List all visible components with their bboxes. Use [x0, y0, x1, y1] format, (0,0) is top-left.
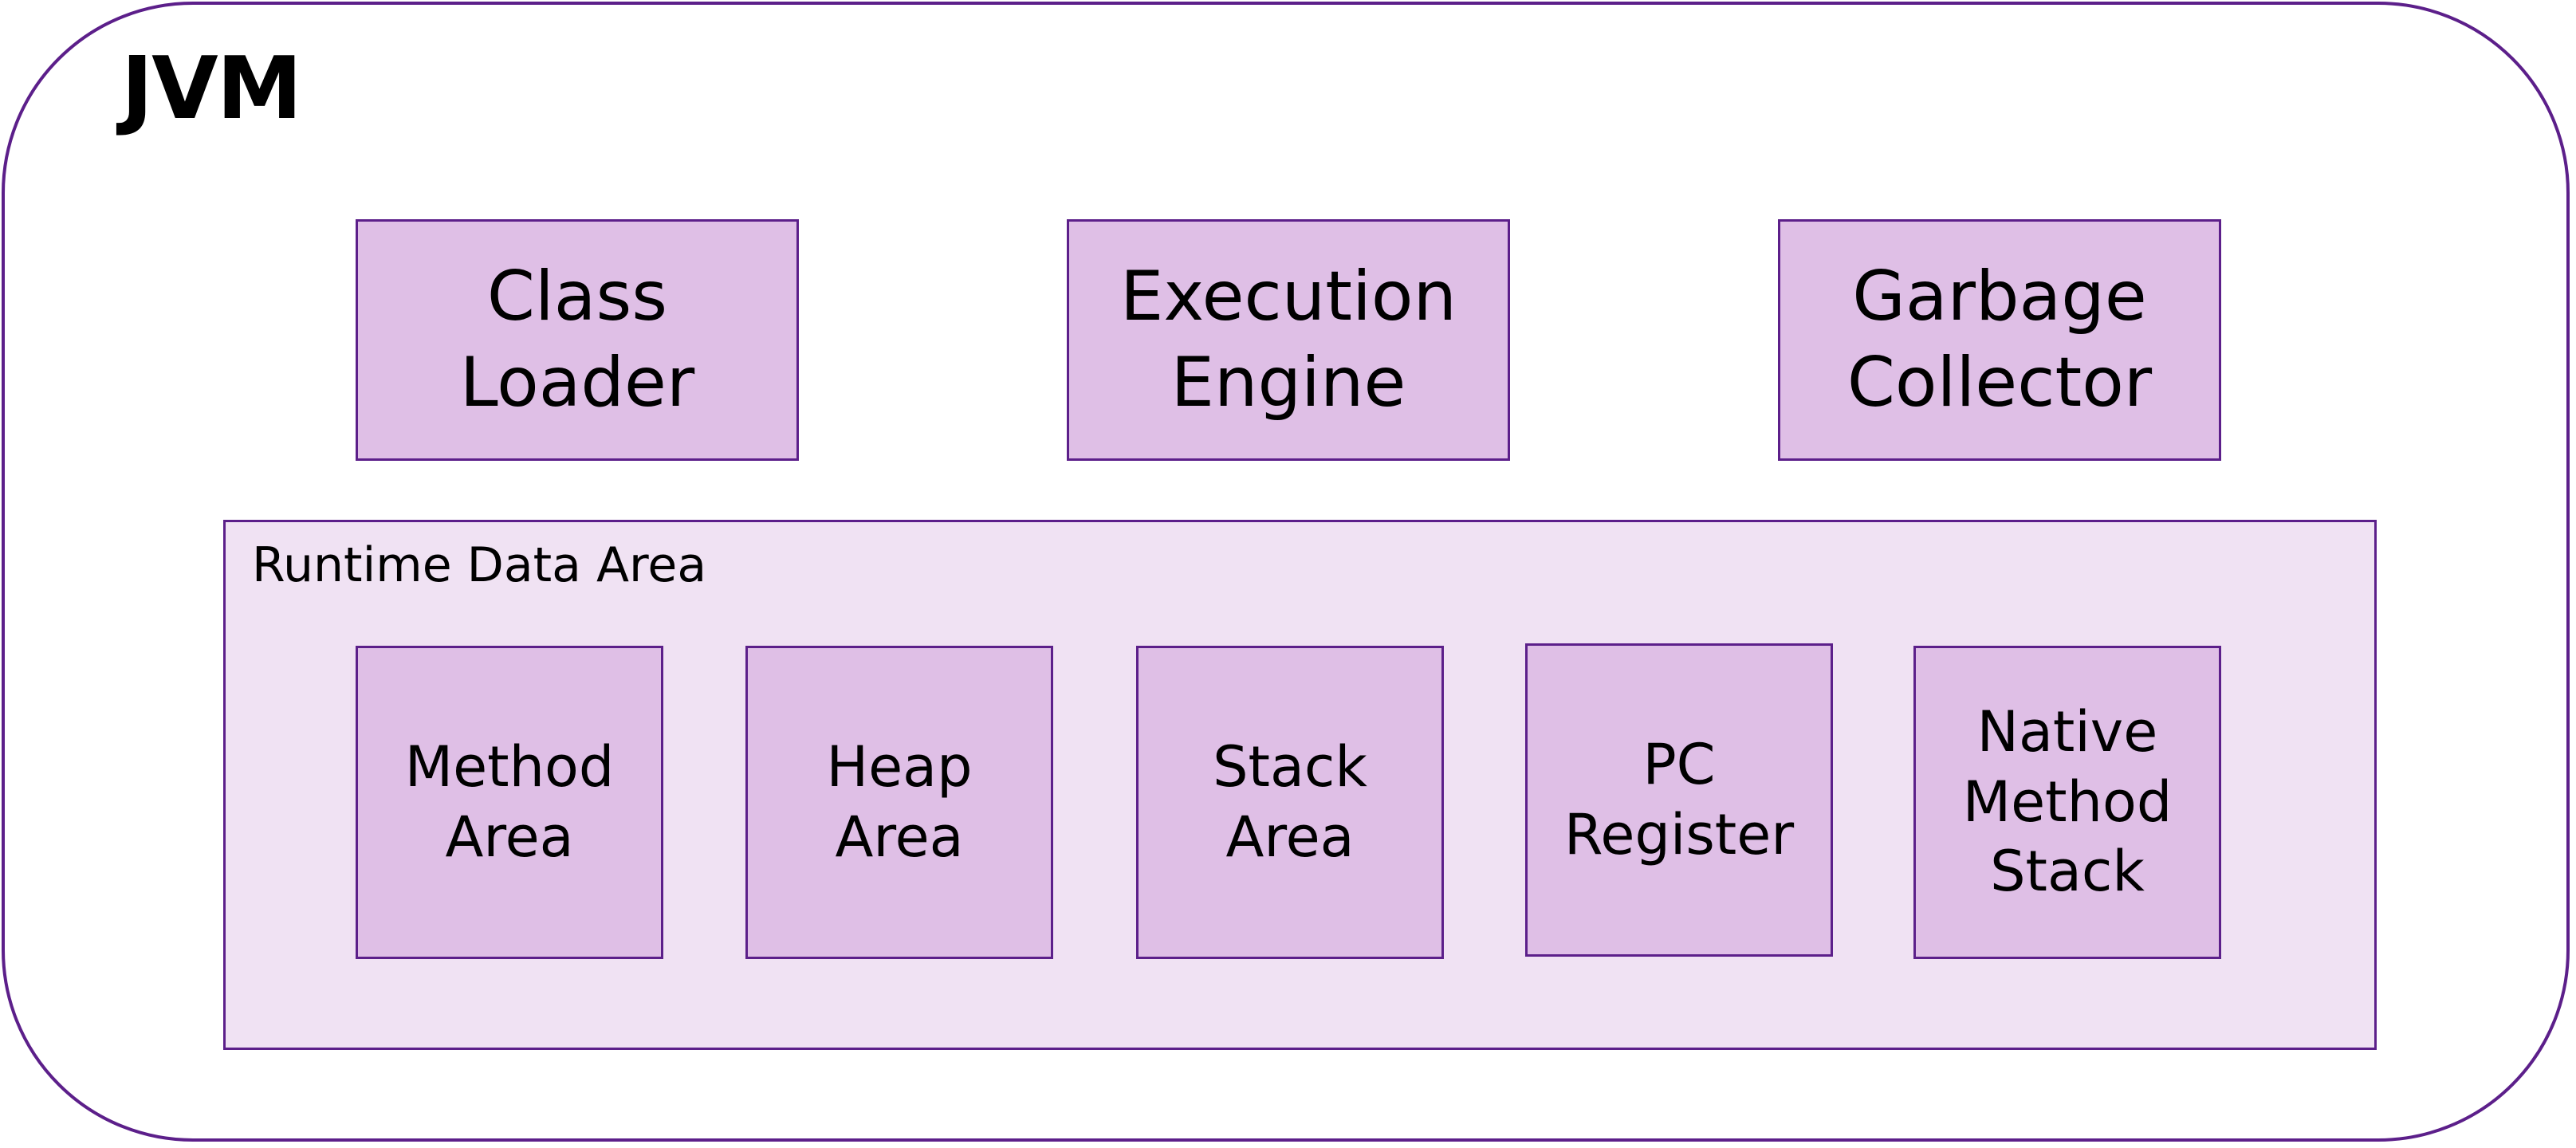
native-method-stack-label: Native Method Stack — [1962, 699, 2173, 905]
class-loader-label: Class Loader — [459, 257, 695, 423]
stack-area-box: Stack Area — [1136, 646, 1444, 959]
garbage-collector-label: Garbage Collector — [1846, 257, 2153, 423]
method-area-label: Method Area — [404, 734, 615, 870]
execution-engine-box: Execution Engine — [1067, 219, 1510, 461]
runtime-data-area-label: Runtime Data Area — [252, 537, 707, 593]
garbage-collector-box: Garbage Collector — [1778, 219, 2221, 461]
class-loader-box: Class Loader — [356, 219, 799, 461]
pc-register-label: PC Register — [1563, 732, 1795, 867]
heap-area-label: Heap Area — [826, 734, 973, 870]
stack-area-label: Stack Area — [1213, 734, 1367, 870]
native-method-stack-box: Native Method Stack — [1913, 646, 2221, 959]
heap-area-box: Heap Area — [745, 646, 1053, 959]
pc-register-box: PC Register — [1525, 643, 1833, 957]
execution-engine-label: Execution Engine — [1119, 257, 1457, 423]
jvm-title: JVM — [121, 39, 302, 139]
method-area-box: Method Area — [356, 646, 663, 959]
